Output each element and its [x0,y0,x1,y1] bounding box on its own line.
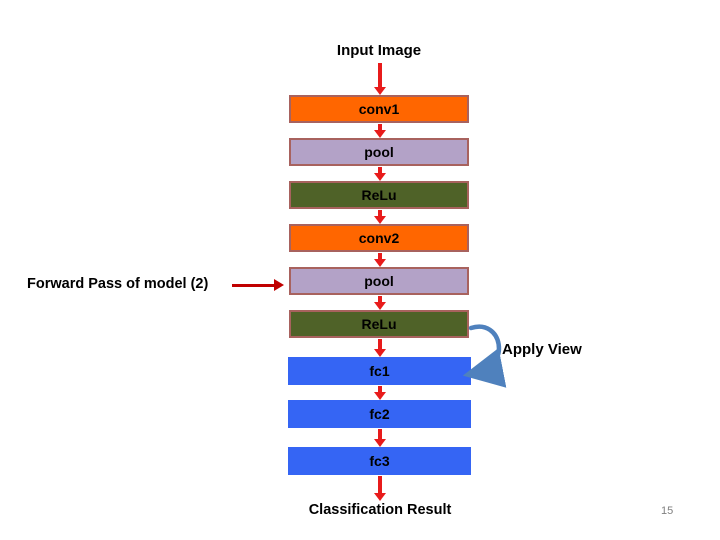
arrow-shaft [378,124,382,130]
layer-box-fc3: fc3 [288,447,471,475]
down-arrow [374,124,386,138]
arrow-head [374,392,386,400]
arrow-shaft [378,339,382,349]
apply-view-label: Apply View [502,341,582,358]
curved-arrow [462,324,507,388]
arrow-head [374,259,386,267]
down-arrow [374,429,386,447]
right-arrow [232,279,284,291]
down-arrow [374,386,386,400]
arrow-shaft [232,283,275,287]
arrow-shaft [378,386,382,392]
layer-box-relu1: ReLu [289,181,469,209]
arrow-shaft [378,296,382,302]
arrow-shaft [378,429,382,439]
arrow-shaft [378,253,382,259]
layer-box-pool1: pool [289,138,469,166]
arrow-shaft [378,63,382,87]
layer-box-conv1: conv1 [289,95,469,123]
layer-box-pool2: pool [289,267,469,295]
down-arrow [374,63,386,95]
arrow-head [374,87,386,95]
arrow-head [374,493,386,501]
down-arrow [374,476,386,501]
down-arrow [374,296,386,310]
page-number: 15 [661,505,674,517]
layer-box-conv2: conv2 [289,224,469,252]
arrow-head [374,302,386,310]
arrow-head [374,349,386,357]
down-arrow [374,210,386,224]
forward-pass-label: Forward Pass of model (2) [27,276,209,292]
arrow-head [374,173,386,181]
arrow-head [374,439,386,447]
down-arrow [374,253,386,267]
layer-box-fc2: fc2 [288,400,471,428]
layer-box-fc1: fc1 [288,357,471,385]
layer-box-relu2: ReLu [289,310,469,338]
down-arrow [374,167,386,181]
arrow-head [374,130,386,138]
classification-result-label: Classification Result [308,502,452,518]
arrow-head [374,216,386,224]
down-arrow [374,339,386,357]
arrow-shaft [378,210,382,216]
arrow-shaft [378,167,382,173]
arrow-head [274,279,284,291]
arrow-shaft [378,476,382,493]
input-image-label: Input Image [336,42,422,59]
